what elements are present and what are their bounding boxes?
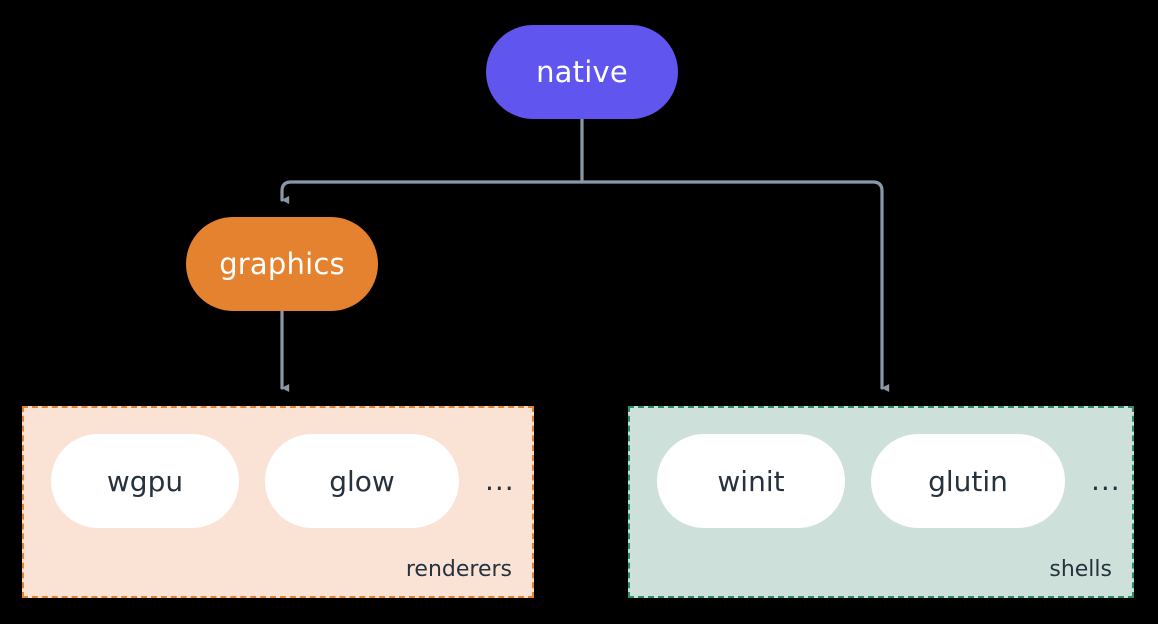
pill-glow[interactable]: glow (265, 434, 459, 528)
pill-glow-label: glow (329, 464, 395, 498)
node-native-label: native (536, 55, 628, 89)
edge-native-to-graphics (280, 180, 584, 205)
shells-overflow-ellipsis[interactable]: ... (1091, 464, 1121, 497)
node-graphics[interactable]: graphics (186, 217, 378, 311)
pill-glutin[interactable]: glutin (871, 434, 1065, 528)
group-shells: winit glutin ... shells (628, 406, 1134, 598)
group-renderers-label: renderers (405, 557, 512, 582)
pill-glutin-label: glutin (928, 464, 1008, 498)
node-native[interactable]: native (486, 25, 678, 119)
group-renderers: wgpu glow ... renderers (22, 406, 534, 598)
pill-winit-label: winit (717, 464, 785, 498)
pill-wgpu[interactable]: wgpu (51, 434, 239, 528)
pill-winit[interactable]: winit (657, 434, 845, 528)
renderers-overflow-ellipsis[interactable]: ... (485, 464, 515, 497)
edge-native-to-shells (580, 180, 890, 393)
group-shells-items: winit glutin ... (630, 434, 1121, 528)
group-renderers-items: wgpu glow ... (24, 434, 515, 528)
pill-wgpu-label: wgpu (106, 464, 184, 498)
group-shells-label: shells (1049, 557, 1112, 582)
node-graphics-label: graphics (219, 247, 345, 281)
